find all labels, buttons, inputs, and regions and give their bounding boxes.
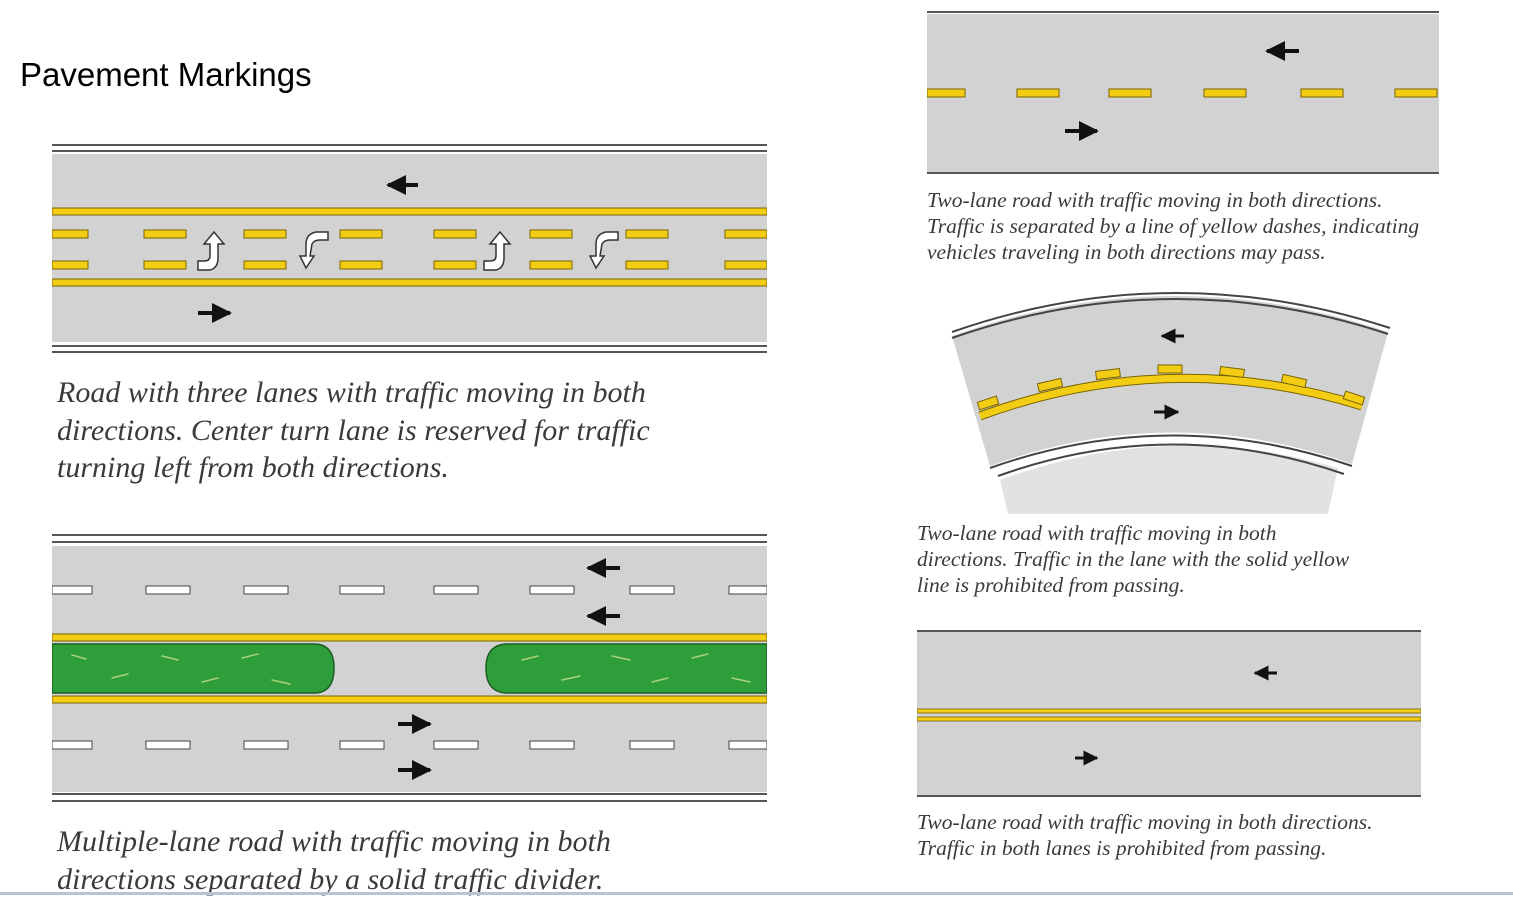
pavement [917,632,1421,796]
page-title: Pavement Markings [20,56,312,93]
three-lane-road-diagram [52,144,767,353]
two-lane-dashed-diagram [927,11,1439,174]
multi-lane-road-diagram [52,534,767,802]
three-lane-caption: Road with three lanes with traffic movin… [57,376,650,484]
double-yellow-line [917,716,1421,722]
multi-lane-caption: Multiple-lane road with traffic moving i… [57,825,611,896]
dashed-yellow-lines [52,229,767,270]
solid-yellow-line [52,207,767,216]
left-turn-arrow-icons [197,230,619,271]
double-yellow-line [917,708,1421,714]
dashed-yellow-line [976,364,1366,411]
bottom-divider [0,892,1513,895]
two-lane-dashed-caption: Two-lane road with traffic moving in bot… [927,188,1420,264]
pavement [52,154,767,342]
dashed-white-lines [52,585,767,750]
median-grass [52,643,335,694]
median-grass [485,643,767,694]
two-lane-double-caption: Two-lane road with traffic moving in bot… [917,810,1373,860]
solid-yellow-line [978,374,1364,420]
two-lane-double-diagram [917,630,1421,797]
two-lane-curve-caption: Two-lane road with traffic moving in bot… [917,521,1350,597]
two-lane-curve-diagram [951,292,1391,514]
dashed-yellow-line [927,88,1438,98]
solid-yellow-line [52,278,767,287]
pavement [927,14,1439,172]
